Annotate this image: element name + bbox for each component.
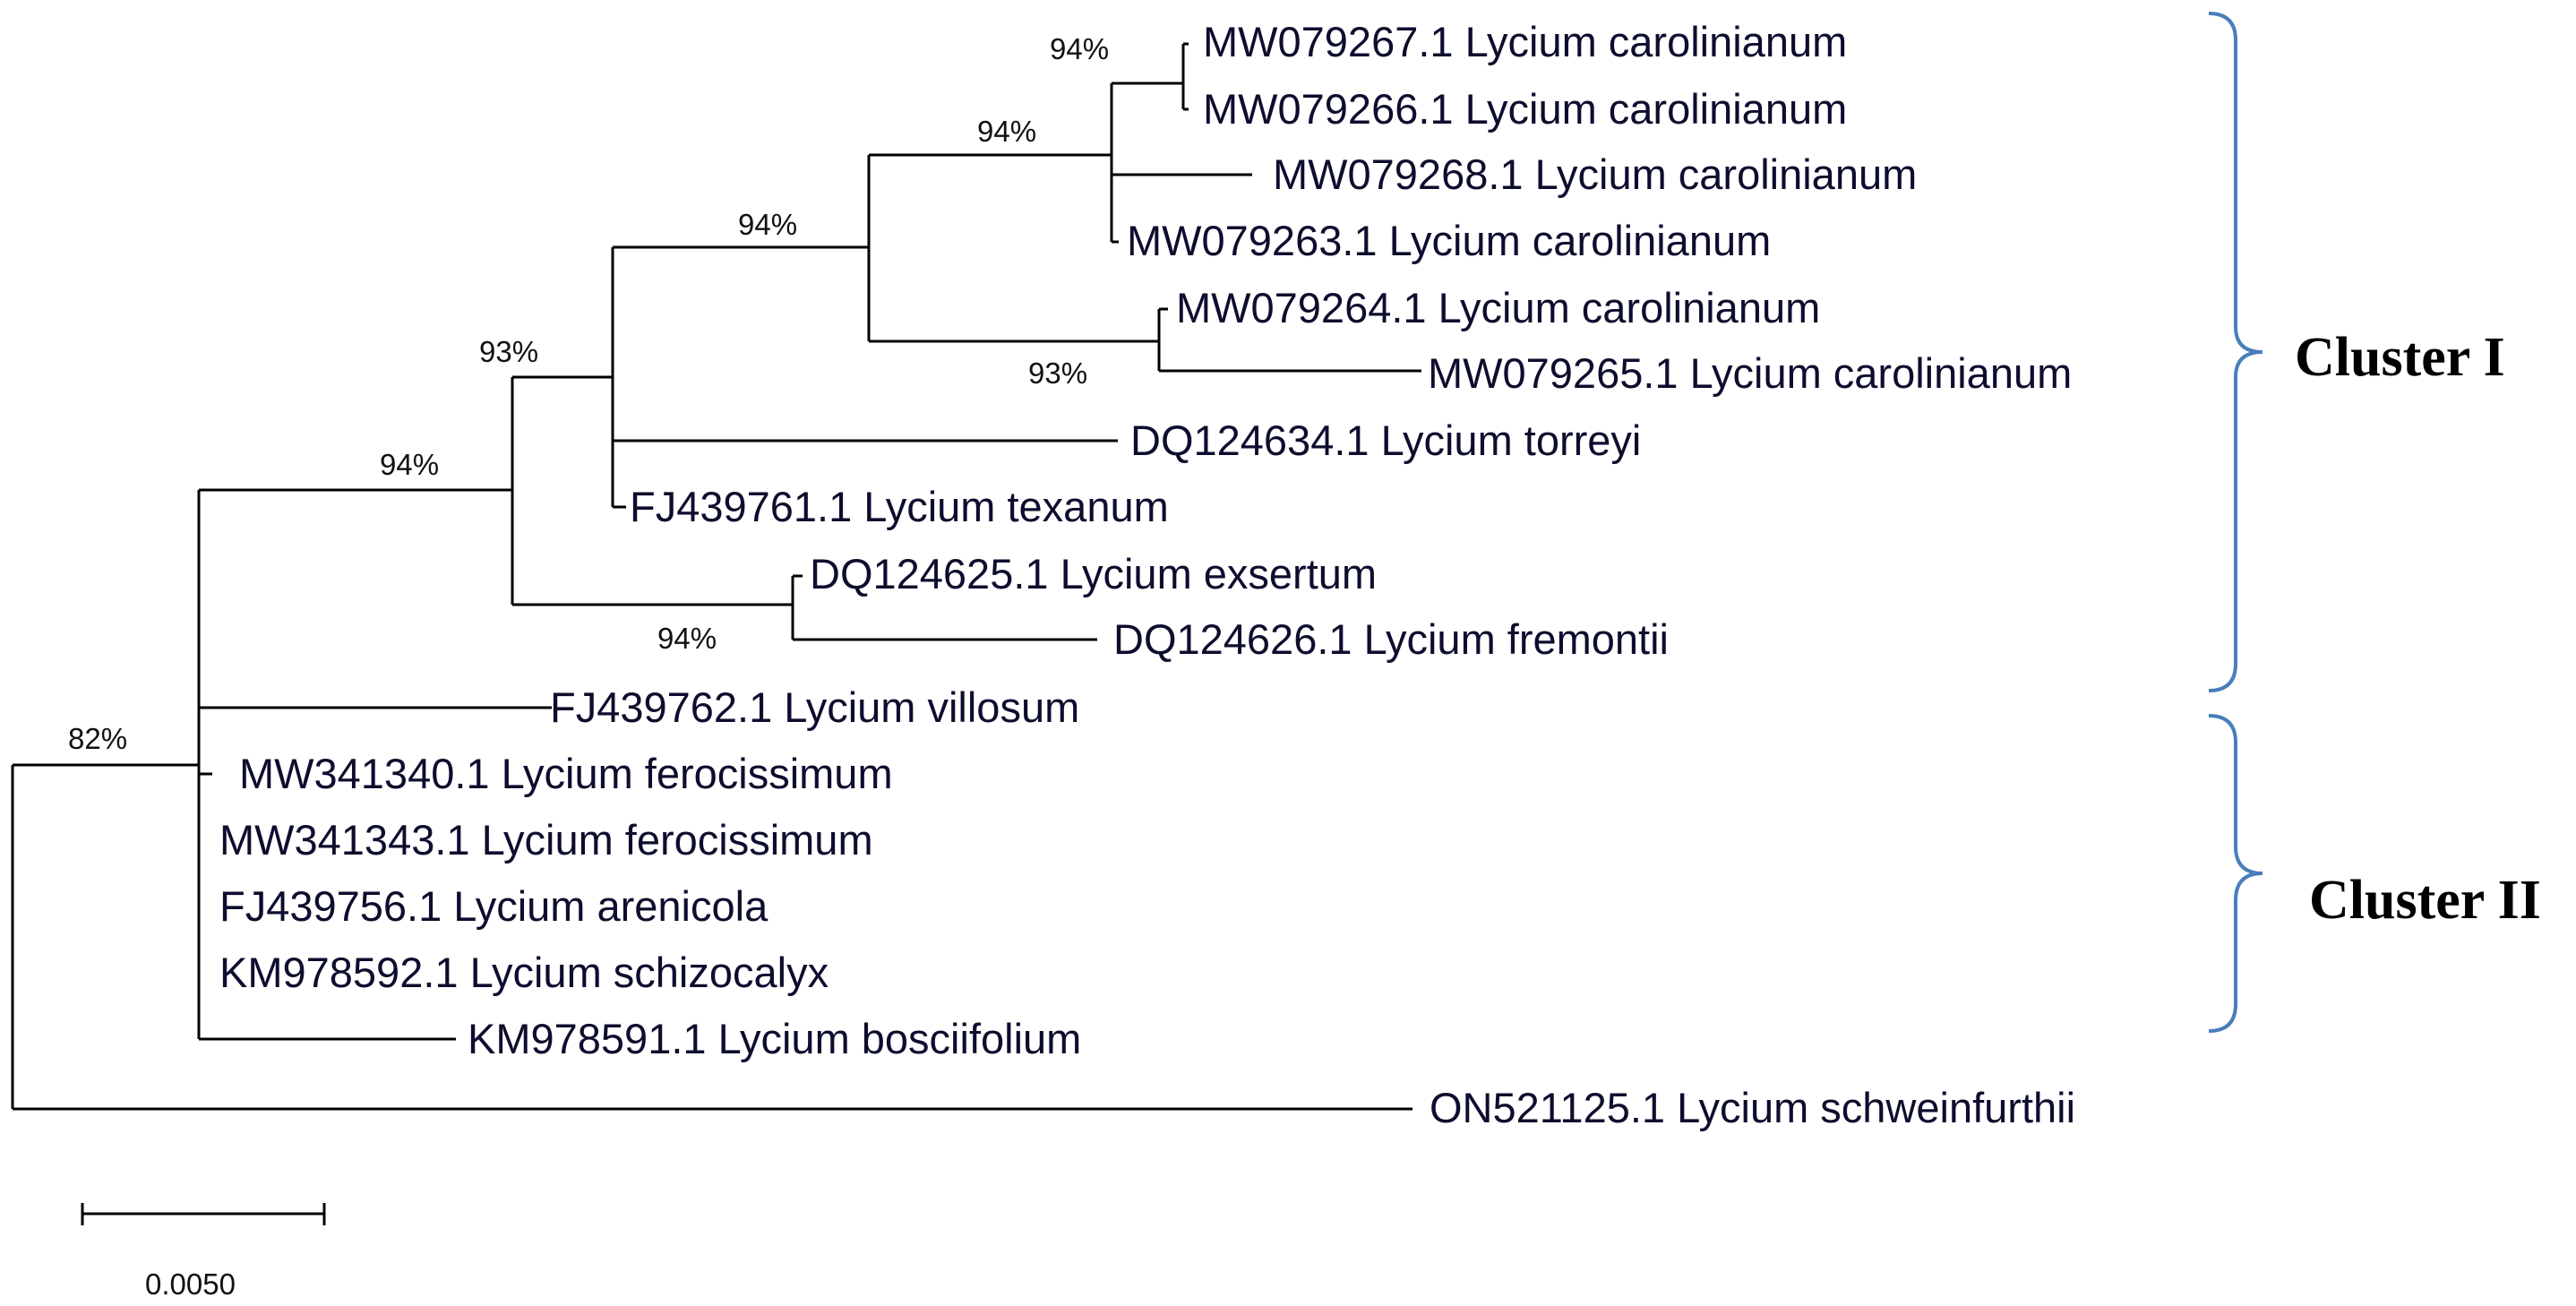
bootstrap-value: 94% [380,448,439,481]
taxon-label: MW341340.1 Lycium ferocissimum [239,750,893,797]
taxon-label: DQ124634.1 Lycium torreyi [1130,417,1641,464]
branch-exs-fre [791,574,1097,641]
taxon-label: MW079268.1 Lycium carolinianum [1273,150,1917,198]
taxon-label: MW079263.1 Lycium carolinianum [1127,217,1771,264]
scale-bar-line [81,1203,326,1225]
taxon-label: MW079265.1 Lycium carolinianum [1428,349,2072,397]
taxon-label: FJ439761.1 Lycium texanum [630,483,1169,530]
branch-267-266 [1181,42,1189,111]
bootstrap-value: 94% [1050,32,1109,65]
branch-carolinianum [867,153,1159,343]
bootstrap-value: 94% [977,115,1036,148]
scale-bar: 0.0050 [81,1203,326,1301]
branch-core [611,245,1118,509]
taxon-label: FJ439762.1 Lycium villosum [550,683,1079,731]
bootstrap-value: 94% [738,208,797,241]
branch-cluster-i [511,375,793,606]
taxon-label: FJ439756.1 Lycium arenicola [219,882,769,930]
taxon-label: MW341343.1 Lycium ferocissimum [219,816,873,864]
cluster-ii-label: Cluster II [2309,870,2541,931]
taxon-label: MW079266.1 Lycium carolinianum [1203,85,1847,133]
taxon-label: DQ124625.1 Lycium exsertum [810,550,1377,597]
taxon-label: MW079267.1 Lycium carolinianum [1203,18,1847,65]
branch-268-group [1110,82,1252,244]
taxon-label: KM978592.1 Lycium schizocalyx [219,949,829,996]
cluster-i-label: Cluster I [2295,327,2505,388]
taxon-label: DQ124626.1 Lycium fremontii [1113,615,1669,663]
taxon-label: KM978591.1 Lycium bosciifolium [468,1015,1081,1062]
bootstrap-value: 82% [68,722,127,755]
bootstrap-value: 93% [1028,357,1087,390]
tree-branches [11,42,1421,1111]
scale-bar-label: 0.0050 [145,1267,236,1301]
cluster-ii-brace [2208,714,2263,1033]
branch-ingroup [197,488,552,1041]
bootstrap-value: 94% [657,622,717,655]
taxon-label: ON521125.1 Lycium schweinfurthii [1430,1084,2075,1131]
taxon-labels: MW079267.1 Lycium carolinianum MW079266.… [219,18,2075,1131]
branch-264-265 [1157,307,1421,373]
branch-root [11,763,1413,1111]
cluster-braces: Cluster I Cluster II [2208,12,2541,1033]
bootstrap-value: 93% [479,335,538,368]
cluster-i-brace [2208,12,2263,692]
taxon-label: MW079264.1 Lycium carolinianum [1176,284,1820,331]
bootstrap-labels: 94% 94% 94% 93% 93% 94% 94% 82% [68,32,1109,755]
